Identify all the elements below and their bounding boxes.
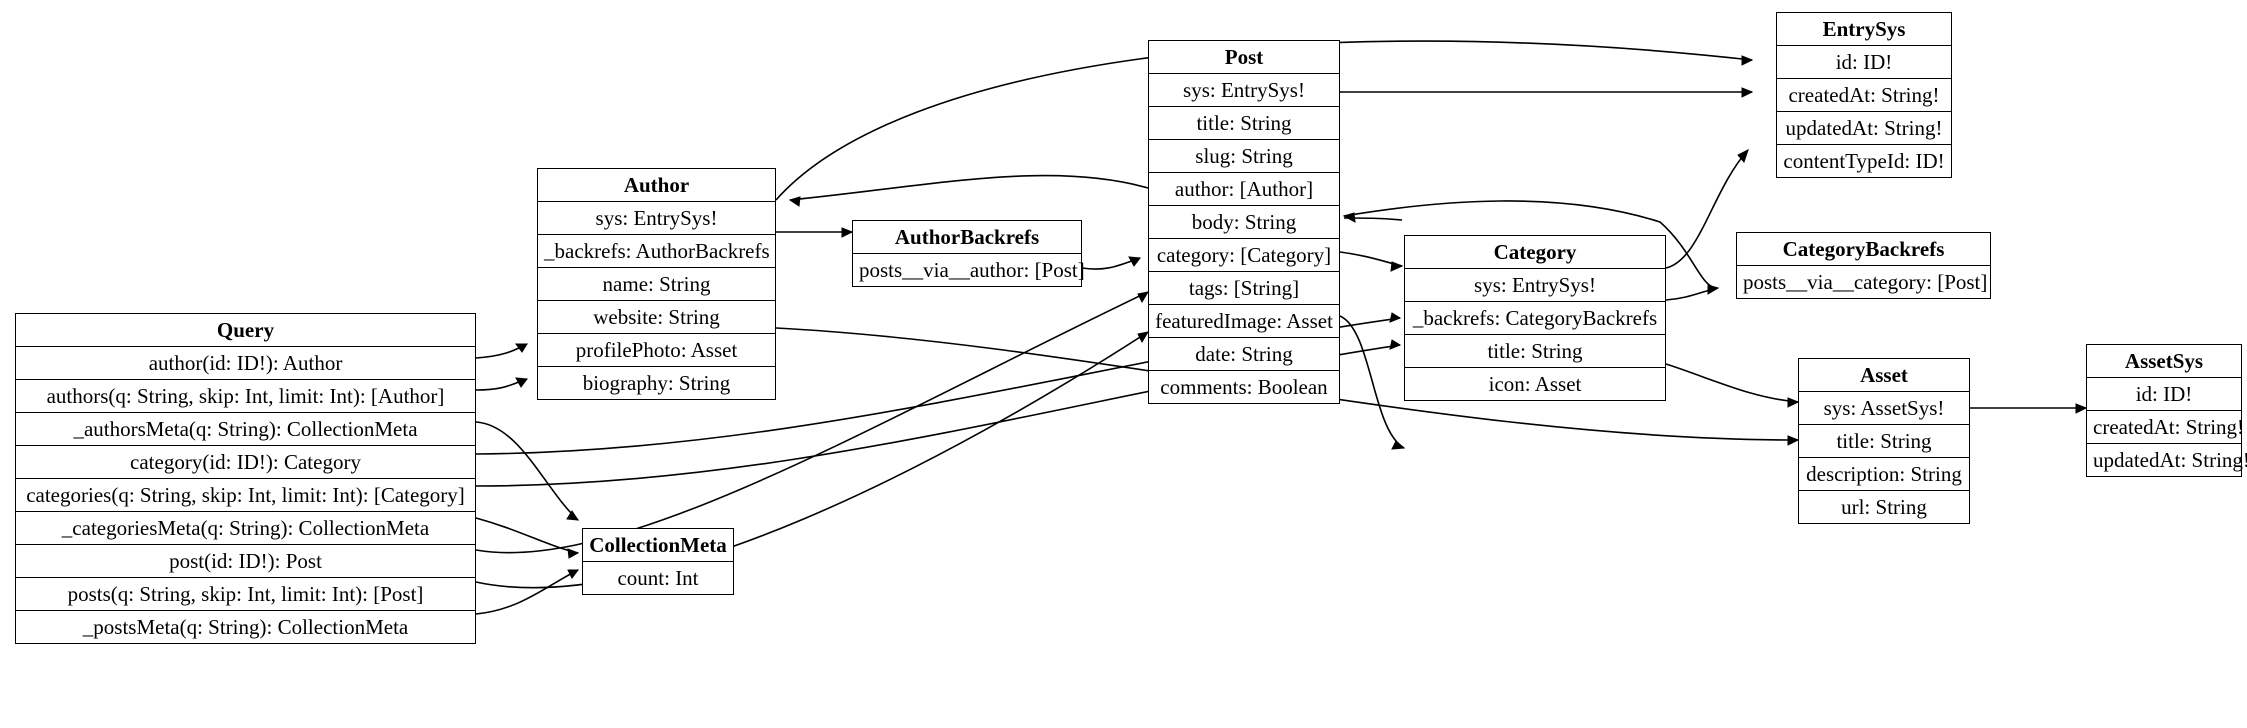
author-field-name[interactable]: name: String <box>538 268 775 301</box>
entry-sys-field-contentTypeId[interactable]: contentTypeId: ID! <box>1783 149 1945 173</box>
node-query-title: Query <box>16 314 475 347</box>
post-field-date[interactable]: date: String <box>1149 338 1339 371</box>
node-post[interactable]: Post sys: EntrySys! title: String slug: … <box>1148 40 1340 404</box>
post-field-category[interactable]: category: [Category] <box>1149 239 1339 272</box>
node-category-title: Category <box>1405 236 1665 269</box>
category-field-icon[interactable]: icon: Asset <box>1488 372 1582 396</box>
query-field-categories[interactable]: categories(q: String, skip: Int, limit: … <box>16 479 475 512</box>
node-asset-sys[interactable]: AssetSys id: ID! createdAt: String! upda… <box>2086 344 2247 477</box>
node-category[interactable]: Category sys: EntrySys! _backrefs: Categ… <box>1404 235 1666 401</box>
asset-field-title[interactable]: title: String <box>1799 425 1969 458</box>
node-category-backrefs[interactable]: CategoryBackrefs posts__via__category: [… <box>1736 232 1991 299</box>
node-asset-title: Asset <box>1799 359 1969 392</box>
query-field-categoriesMeta[interactable]: _categoriesMeta(q: String): CollectionMe… <box>16 512 475 545</box>
entry-sys-field-updatedAt[interactable]: updatedAt: String! <box>1777 112 1951 145</box>
asset-field-description[interactable]: description: String <box>1799 458 1969 491</box>
author-field-profilePhoto[interactable]: profilePhoto: Asset <box>538 334 775 367</box>
query-field-postsMeta[interactable]: _postsMeta(q: String): CollectionMeta <box>82 615 409 639</box>
category-backrefs-field-posts-via-category[interactable]: posts__via__category: [Post] <box>1743 270 1988 294</box>
asset-sys-field-createdAt[interactable]: createdAt: String! <box>2087 411 2244 444</box>
author-backrefs-field-posts-via-author[interactable]: posts__via__author: [Post] <box>859 258 1085 282</box>
category-field-backrefs[interactable]: _backrefs: CategoryBackrefs <box>1405 302 1665 335</box>
node-entry-sys-title: EntrySys <box>1777 13 1951 46</box>
query-field-authorsMeta[interactable]: _authorsMeta(q: String): CollectionMeta <box>16 413 475 446</box>
entry-sys-field-createdAt[interactable]: createdAt: String! <box>1777 79 1951 112</box>
query-field-authors[interactable]: authors(q: String, skip: Int, limit: Int… <box>16 380 475 413</box>
author-field-biography[interactable]: biography: String <box>582 371 731 395</box>
author-field-sys[interactable]: sys: EntrySys! <box>538 202 775 235</box>
node-collection-meta[interactable]: CollectionMeta count: Int <box>582 528 734 595</box>
node-query[interactable]: Query author(id: ID!): Author authors(q:… <box>15 313 476 644</box>
node-entry-sys[interactable]: EntrySys id: ID! createdAt: String! upda… <box>1776 12 1952 178</box>
node-author-backrefs[interactable]: AuthorBackrefs posts__via__author: [Post… <box>852 220 1085 287</box>
post-field-slug[interactable]: slug: String <box>1149 140 1339 173</box>
post-field-tags[interactable]: tags: [String] <box>1149 272 1339 305</box>
post-field-comments[interactable]: comments: Boolean <box>1160 375 1328 399</box>
node-asset[interactable]: Asset sys: AssetSys! title: String descr… <box>1798 358 1970 524</box>
node-author-title: Author <box>538 169 775 202</box>
author-field-backrefs[interactable]: _backrefs: AuthorBackrefs <box>538 235 775 268</box>
entry-sys-field-id[interactable]: id: ID! <box>1777 46 1951 79</box>
node-category-backrefs-title: CategoryBackrefs <box>1737 233 1990 266</box>
asset-sys-field-id[interactable]: id: ID! <box>2087 378 2241 411</box>
post-field-featuredImage[interactable]: featuredImage: Asset <box>1149 305 1339 338</box>
post-field-title[interactable]: title: String <box>1149 107 1339 140</box>
node-collection-meta-title: CollectionMeta <box>583 529 733 562</box>
query-field-post[interactable]: post(id: ID!): Post <box>16 545 475 578</box>
post-field-body[interactable]: body: String <box>1149 206 1339 239</box>
post-field-sys[interactable]: sys: EntrySys! <box>1149 74 1339 107</box>
post-field-author[interactable]: author: [Author] <box>1149 173 1339 206</box>
node-post-title: Post <box>1149 41 1339 74</box>
node-author[interactable]: Author sys: EntrySys! _backrefs: AuthorB… <box>537 168 776 400</box>
collection-meta-field-count[interactable]: count: Int <box>617 566 699 590</box>
node-author-backrefs-title: AuthorBackrefs <box>853 221 1081 254</box>
author-field-website[interactable]: website: String <box>538 301 775 334</box>
asset-field-url[interactable]: url: String <box>1841 495 1927 519</box>
category-field-sys[interactable]: sys: EntrySys! <box>1405 269 1665 302</box>
query-field-author[interactable]: author(id: ID!): Author <box>16 347 475 380</box>
node-asset-sys-title: AssetSys <box>2087 345 2241 378</box>
asset-field-sys[interactable]: sys: AssetSys! <box>1799 392 1969 425</box>
category-field-title[interactable]: title: String <box>1405 335 1665 368</box>
asset-sys-field-updatedAt[interactable]: updatedAt: String! <box>2093 448 2247 472</box>
query-field-category[interactable]: category(id: ID!): Category <box>16 446 475 479</box>
query-field-posts[interactable]: posts(q: String, skip: Int, limit: Int):… <box>16 578 475 611</box>
